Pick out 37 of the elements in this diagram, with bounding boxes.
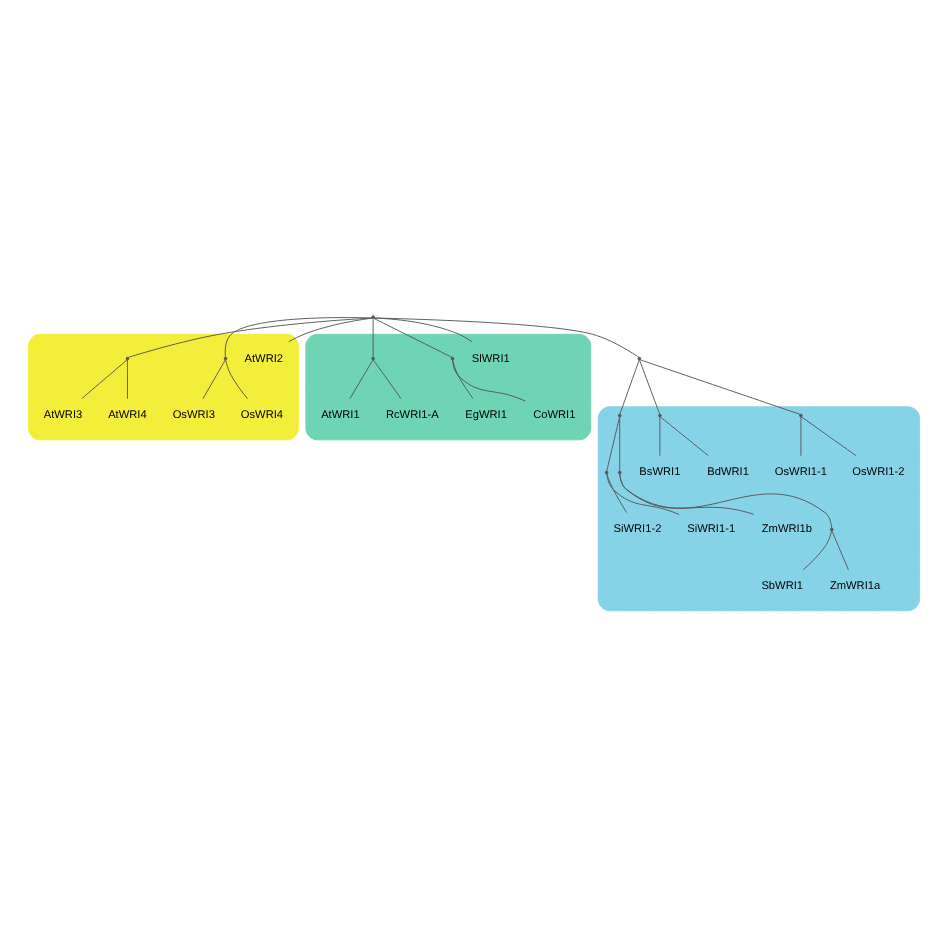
- connector: [800, 415, 802, 456]
- connector: [659, 415, 661, 456]
- node-point: [617, 412, 622, 417]
- connector: [619, 472, 833, 528]
- connector: [639, 358, 661, 414]
- connector: [452, 358, 474, 398]
- node-point: [371, 314, 375, 318]
- connector: [452, 358, 526, 401]
- connector: [349, 358, 374, 399]
- cluster: [305, 332, 592, 440]
- connector: [639, 358, 801, 414]
- cluster: [28, 332, 299, 440]
- connector: [802, 529, 833, 570]
- node-point: [604, 469, 609, 474]
- cluster: [597, 405, 920, 611]
- node-point: [829, 526, 834, 531]
- node-point: [223, 355, 228, 360]
- connector: [81, 358, 128, 398]
- connector: [659, 415, 709, 455]
- node-point: [125, 355, 130, 360]
- node-point: [371, 355, 375, 360]
- connector: [202, 358, 226, 399]
- node-point: [799, 412, 803, 417]
- connector: [606, 472, 628, 512]
- connector: [225, 358, 248, 399]
- connector: [373, 317, 453, 357]
- node-point: [617, 469, 622, 474]
- connector: [373, 358, 402, 399]
- connector: [619, 415, 621, 471]
- connector: [606, 415, 621, 471]
- connector: [831, 529, 849, 570]
- node-point: [658, 412, 662, 417]
- connector: [606, 472, 680, 514]
- connector: [372, 317, 374, 357]
- connector: [127, 358, 128, 399]
- connector: [619, 358, 640, 414]
- connector: [800, 415, 857, 455]
